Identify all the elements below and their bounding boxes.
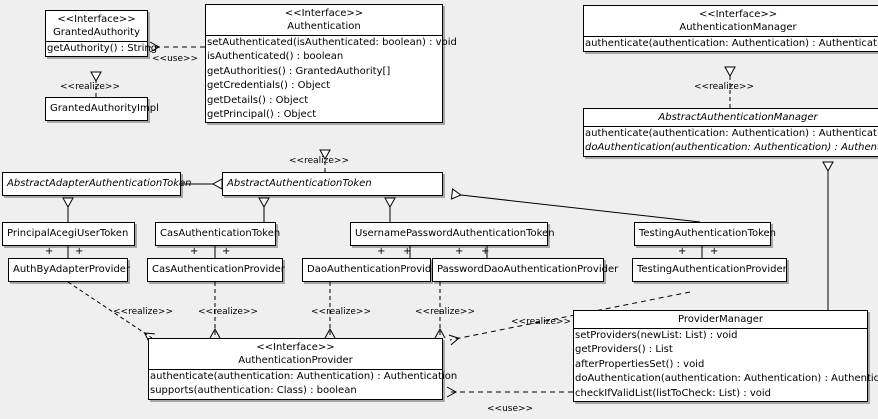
method-authenticate: authenticate(authentication: Authenticat… [585,38,878,49]
class-header: <<Interface>> AuthenticationManager [584,6,878,36]
method-get-providers: getProviders() : List [575,344,673,356]
class-granted-authority-impl[interactable]: GrantedAuthorityImpl [45,97,159,121]
label-realize-password-dao-authentication-provider: <<realize>> [415,307,475,317]
class-name: AuthByAdapterProvider [13,264,131,275]
edge-assoc-upat-dao [409,246,488,258]
assoc-marker-principal-right: + [75,246,84,257]
class-name: AbstractAuthenticationToken [227,178,372,189]
label-use-provider-manager: <<use>> [487,404,534,414]
class-cas-authentication-provider[interactable]: CasAuthenticationProvider [147,258,285,282]
stereotype-label: <<Interface>> [698,9,778,20]
label-use-granted-authority: <<use>> [152,54,199,64]
class-username-password-authentication-token[interactable]: UsernamePasswordAuthenticationToken [350,222,555,246]
method-after-properties-set: afterPropertiesSet() : void [575,358,705,370]
class-name: GrantedAuthorityImpl [50,103,159,114]
class-name: CasAuthenticationToken [160,228,281,239]
assoc-marker-upat-d: + [481,246,490,257]
class-cas-authentication-token[interactable]: CasAuthenticationToken [155,222,281,246]
stereotype-label: <<Interface>> [256,342,335,353]
class-provider-manager[interactable]: ProviderManager setProviders(newList: Li… [573,310,878,403]
method-check-if-valid-list: checkIfValidList(listToCheck: List) : vo… [575,387,772,399]
class-name: UsernamePasswordAuthenticationToken [355,228,555,239]
class-header: <<Interface>> GrantedAuthority [46,11,147,41]
class-name: AuthenticationManager [679,22,797,33]
label-realize-abstract-authentication-manager: <<realize>> [694,82,754,92]
class-header: <<Interface>> AuthenticationProvider [149,339,442,369]
assoc-marker-testing-left: + [678,246,687,257]
method-is-authenticated: isAuthenticated() : boolean [207,51,344,63]
class-granted-authority[interactable]: <<Interface>> GrantedAuthority getAuthor… [45,10,158,58]
assoc-marker-cas-left: + [190,246,199,257]
class-name: AuthenticationProvider [238,355,353,366]
assoc-marker-cas-right: + [222,246,231,257]
class-name: AbstractAuthenticationManager [658,112,818,123]
class-name: AbstractAdapterAuthenticationToken [7,178,192,189]
method-set-authenticated: setAuthenticated(isAuthenticated: boolea… [207,37,457,48]
class-authentication[interactable]: <<Interface>> Authentication setAuthenti… [205,4,457,124]
label-realize-dao-authentication-provider: <<realize>> [311,307,371,317]
assoc-marker-upat-b: + [403,246,412,257]
method-compartment: setProviders(newList: List) : void getPr… [574,328,878,401]
label-realize-abstract-authentication-token: <<realize>> [289,156,349,166]
method-get-authorities: getAuthorities() : GrantedAuthority[] [207,65,391,77]
class-name: Authentication [287,21,361,32]
method-get-details: getDetails() : Object [207,94,309,106]
class-header: ProviderManager [574,311,867,328]
label-realize-auth-by-adapter-provider: <<realize>> [113,307,173,317]
method-supports: supports(authentication: Class) : boolea… [150,385,357,397]
class-testing-authentication-token[interactable]: TestingAuthenticationToken [634,222,777,246]
assoc-marker-testing-right: + [710,246,719,257]
class-header: <<Interface>> Authentication [206,5,442,35]
class-auth-by-adapter-provider[interactable]: AuthByAdapterProvider [8,258,131,282]
class-abstract-authentication-token[interactable]: AbstractAuthenticationToken [222,172,443,196]
class-name: TestingAuthenticationProvider [637,264,787,275]
class-testing-authentication-provider[interactable]: TestingAuthenticationProvider [632,258,787,282]
class-header: AbstractAuthenticationManager [584,109,878,126]
assoc-marker-upat-c: + [455,246,464,257]
method-authenticate: authenticate(authentication: Authenticat… [150,371,458,382]
class-principal-acegi-user-token[interactable]: PrincipalAcegiUserToken [2,222,135,246]
class-authentication-provider[interactable]: <<Interface>> AuthenticationProvider aut… [148,338,458,400]
assoc-marker-principal-left: + [45,246,54,257]
method-authenticate: authenticate(authentication: Authenticat… [585,128,878,139]
class-password-dao-authentication-provider[interactable]: PasswordDaoAuthenticationProvider [432,258,619,282]
label-realize-granted-authority-impl: <<realize>> [60,82,120,92]
class-name: ProviderManager [677,314,763,325]
method-compartment: authenticate(authentication: Authenticat… [584,126,878,156]
class-name: PasswordDaoAuthenticationProvider [437,264,619,275]
method-get-credentials: getCredentials() : Object [207,80,331,92]
method-compartment: authenticate(authentication: Authenticat… [584,36,878,51]
class-name: PrincipalAcegiUserToken [7,228,129,239]
class-dao-authentication-provider[interactable]: DaoAuthenticationProvider [302,258,442,282]
class-name: CasAuthenticationProvider [152,264,285,275]
method-get-principal: getPrincipal() : Object [207,109,317,121]
class-abstract-adapter-authentication-token[interactable]: AbstractAdapterAuthenticationToken [2,172,192,196]
method-set-providers: setProviders(newList: List) : void [575,330,738,341]
class-name: GrantedAuthority [52,27,141,38]
method-compartment: authenticate(authentication: Authenticat… [149,369,458,399]
method-get-authority: getAuthority() : String [47,43,158,54]
class-abstract-authentication-manager[interactable]: AbstractAuthenticationManager authentica… [583,108,878,157]
class-name: DaoAuthenticationProvider [307,264,442,275]
method-do-authentication: doAuthentication(authentication: Authent… [575,373,878,385]
class-name: TestingAuthenticationToken [639,228,777,239]
method-do-authentication: doAuthentication(authentication: Authent… [585,142,878,154]
label-realize-provider-manager: <<realize>> [511,317,571,327]
class-authentication-manager[interactable]: <<Interface>> AuthenticationManager auth… [583,5,878,53]
stereotype-label: <<Interface>> [284,8,364,19]
method-compartment: setAuthenticated(isAuthenticated: boolea… [206,35,457,122]
assoc-marker-upat-a: + [377,246,386,257]
method-compartment: getAuthority() : String [46,41,158,56]
label-realize-cas-authentication-provider: <<realize>> [198,307,258,317]
edge-generalize-testing-token [452,194,701,223]
stereotype-label: <<Interface>> [57,14,136,25]
